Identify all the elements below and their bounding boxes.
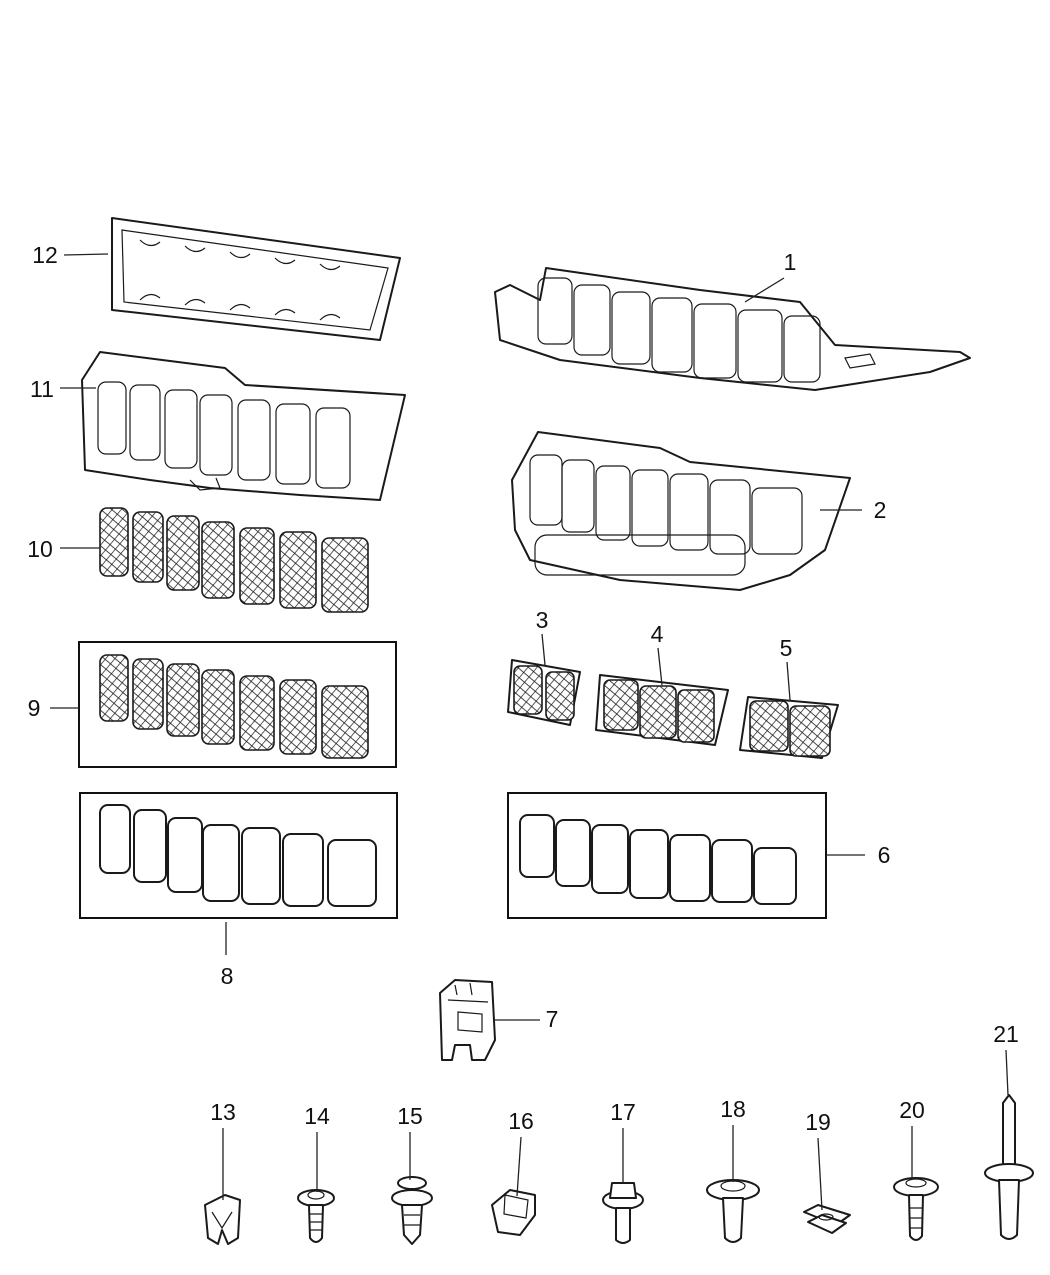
part-16-clip	[491, 1189, 536, 1236]
part-3-mesh-pair	[507, 659, 581, 726]
callout-3: 3	[536, 607, 549, 633]
part-13-clip	[204, 1194, 241, 1245]
part-15-push-pin	[391, 1176, 433, 1245]
part-4-mesh-triple	[595, 674, 729, 746]
part-8-bezel-rings	[99, 804, 377, 907]
callout-19: 19	[805, 1109, 831, 1135]
callout-11: 11	[30, 376, 54, 402]
callout-6: 6	[878, 842, 891, 868]
callout-5: 5	[780, 635, 793, 661]
part-8-kit-box	[79, 792, 398, 919]
callout-4: 4	[651, 621, 664, 647]
part-9-mesh-inserts	[99, 654, 369, 759]
part-7-bracket	[439, 979, 496, 1061]
part-6-bezel-rings	[519, 814, 797, 905]
part-2-grille-assembly	[511, 431, 851, 591]
callout-14: 14	[304, 1103, 330, 1129]
callout-labels: 1 2 3 4 5 6 7 8 9 10 11 12 13 14 15 16 1…	[27, 242, 1019, 1135]
callout-16: 16	[508, 1108, 534, 1134]
callout-13: 13	[210, 1099, 236, 1125]
callout-10: 10	[27, 536, 53, 562]
callout-12: 12	[32, 242, 58, 268]
part-20-bolt	[893, 1177, 939, 1241]
part-21-rivet	[984, 1094, 1034, 1240]
part-14-screw	[297, 1189, 335, 1243]
callout-7: 7	[546, 1006, 559, 1032]
part-9-kit-box	[78, 641, 397, 768]
callout-1: 1	[784, 249, 797, 275]
part-12-grille-frame	[111, 217, 401, 341]
part-17-bolt	[602, 1182, 644, 1244]
part-10-mesh-inserts	[99, 507, 369, 613]
part-18-bolt	[706, 1179, 760, 1243]
callout-9: 9	[28, 695, 41, 721]
callout-8: 8	[221, 963, 234, 989]
part-11-grille-assembly	[81, 351, 406, 501]
leader-lines	[50, 253, 1009, 1211]
callout-17: 17	[610, 1099, 636, 1125]
callout-18: 18	[720, 1096, 746, 1122]
part-19-u-nut	[803, 1204, 851, 1234]
callout-15: 15	[397, 1103, 423, 1129]
callout-20: 20	[899, 1097, 925, 1123]
callout-2: 2	[874, 497, 887, 523]
part-5-mesh-pair	[739, 696, 839, 759]
callout-21: 21	[993, 1021, 1019, 1047]
part-1-fascia-grille	[494, 267, 971, 391]
